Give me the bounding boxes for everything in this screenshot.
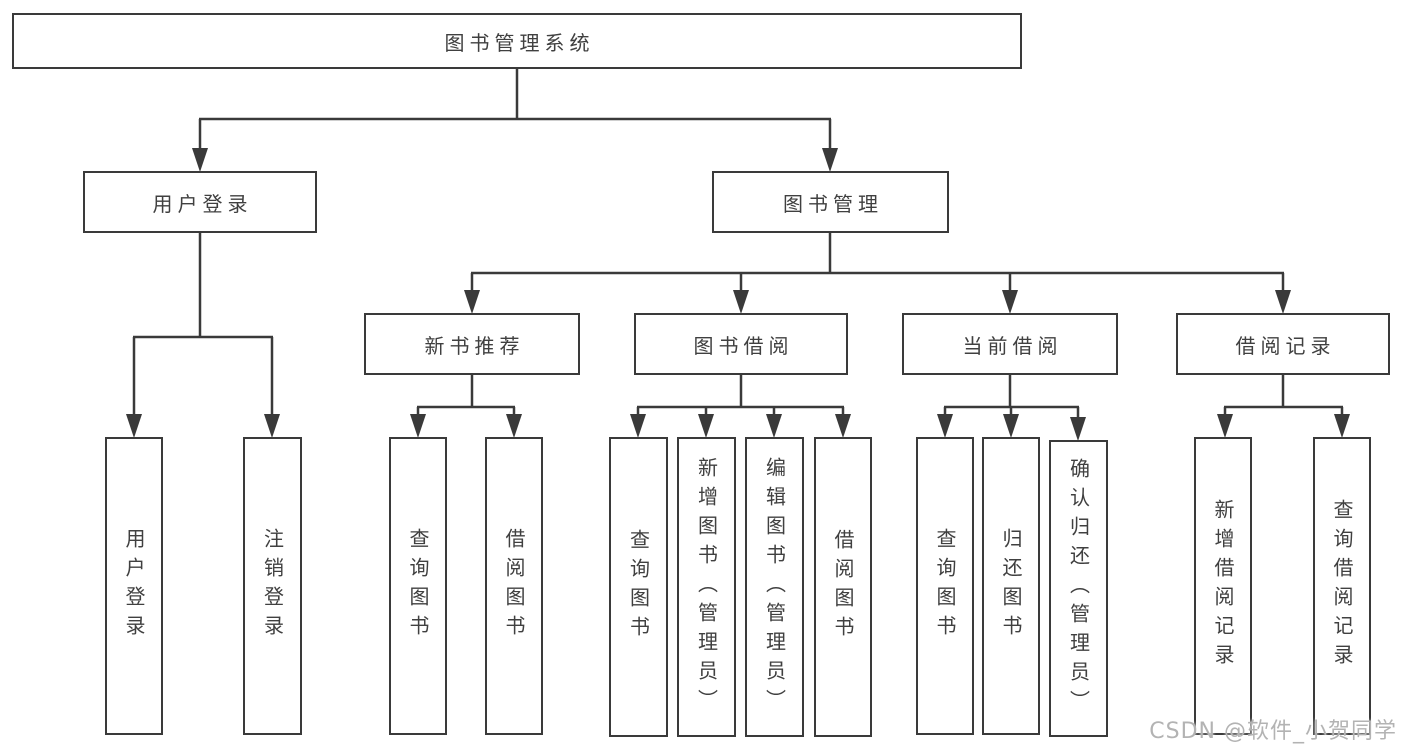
node-leaf-add-borrow-record: 新增借阅记录 [1194, 437, 1252, 735]
node-new-book-recommend: 新书推荐 [364, 313, 580, 375]
node-label: 当前借阅 [962, 333, 1063, 358]
node-label: 查询图书 [933, 528, 957, 644]
node-leaf-add-books: 新增图书（管理员） [677, 437, 736, 737]
node-label: 借阅记录 [1235, 333, 1336, 358]
node-user-login-group: 用户登录 [83, 171, 317, 233]
node-leaf-return-books: 归还图书 [982, 437, 1040, 735]
watermark: CSDN @软件_小贺同学 [1149, 719, 1397, 744]
node-leaf-query-books-1: 查询图书 [389, 437, 447, 735]
node-label: 新增图书（管理员） [694, 456, 719, 718]
node-book-management: 图书管理 [712, 171, 949, 233]
node-borrow-records: 借阅记录 [1176, 313, 1390, 375]
node-leaf-query-books-2: 查询图书 [609, 437, 668, 737]
node-label: 用户登录 [122, 528, 146, 644]
node-label: 查询图书 [626, 529, 651, 645]
node-leaf-user-login: 用户登录 [105, 437, 163, 735]
node-leaf-logout: 注销登录 [243, 437, 302, 735]
node-label: 新书推荐 [424, 333, 525, 358]
node-root-system: 图书管理系统 [12, 13, 1022, 69]
node-current-borrow: 当前借阅 [902, 313, 1118, 375]
node-leaf-edit-books: 编辑图书（管理员） [745, 437, 804, 737]
node-label: 借阅图书 [502, 528, 526, 644]
node-label: 归还图书 [999, 528, 1023, 644]
node-label: 查询图书 [406, 528, 430, 644]
node-label: 确认归还（管理员） [1066, 458, 1091, 719]
node-label: 用户登录 [152, 191, 253, 216]
node-label: 图书管理系统 [444, 30, 595, 55]
node-leaf-borrow-books-1: 借阅图书 [485, 437, 543, 735]
node-label: 查询借阅记录 [1330, 499, 1354, 673]
node-leaf-borrow-books-2: 借阅图书 [814, 437, 872, 737]
node-leaf-query-borrow-record: 查询借阅记录 [1313, 437, 1371, 735]
node-label: 注销登录 [260, 528, 285, 644]
node-leaf-query-books-3: 查询图书 [916, 437, 974, 735]
node-book-borrow: 图书借阅 [634, 313, 848, 375]
node-label: 借阅图书 [831, 529, 855, 645]
node-label: 编辑图书（管理员） [762, 456, 787, 718]
node-label: 新增借阅记录 [1211, 499, 1235, 673]
node-label: 图书管理 [783, 191, 883, 216]
node-label: 图书借阅 [693, 333, 794, 358]
node-leaf-confirm-return: 确认归还（管理员） [1049, 440, 1108, 737]
